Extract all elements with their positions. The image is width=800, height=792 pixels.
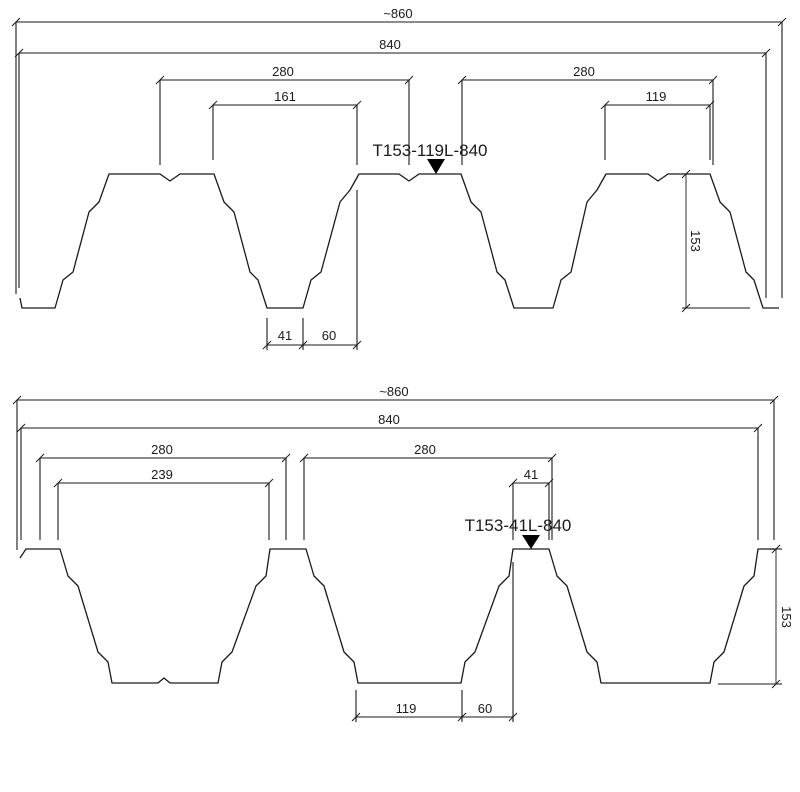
dim-cover-width: 840 bbox=[378, 412, 400, 427]
profile-1-dimension-lines bbox=[11, 17, 787, 350]
profile-2-marker-triangle bbox=[522, 535, 540, 549]
dim-pitch-right: 280 bbox=[573, 64, 595, 79]
dim-bottom-flange: 119 bbox=[396, 701, 417, 716]
dim-height: 153 bbox=[688, 230, 703, 252]
profile-2-dimension-lines bbox=[12, 395, 781, 722]
profile-2-outline bbox=[19, 548, 775, 684]
profile-2-title: T153-41L-840 bbox=[465, 516, 572, 535]
profile-1-marker-triangle bbox=[427, 159, 445, 174]
profile-1-title: T153-119L-840 bbox=[373, 141, 488, 160]
dim-overall-approx: ~860 bbox=[379, 384, 408, 399]
profile-1-outline bbox=[19, 173, 779, 309]
dim-top-flange-left: 161 bbox=[274, 89, 296, 104]
dim-pitch-left: 280 bbox=[151, 442, 173, 457]
profile-1-extension-lines bbox=[15, 22, 783, 350]
dim-bottom-flange-left: 239 bbox=[151, 467, 173, 482]
profile-1-group: ~860 840 280 280 161 119 41 60 153 T153-… bbox=[11, 6, 787, 350]
profile-2-extension-lines bbox=[16, 400, 782, 722]
dim-bottom-flange: 41 bbox=[278, 328, 292, 343]
dim-height: 153 bbox=[779, 606, 794, 628]
dim-top-flange-right: 119 bbox=[646, 89, 667, 104]
profile-2-group: ~860 840 280 280 239 41 119 60 153 T153-… bbox=[12, 384, 794, 722]
dim-top-flange: 41 bbox=[524, 467, 538, 482]
dim-web: 60 bbox=[322, 328, 336, 343]
dim-cover-width: 840 bbox=[379, 37, 401, 52]
dim-pitch-right: 280 bbox=[414, 442, 436, 457]
dim-pitch-left: 280 bbox=[272, 64, 294, 79]
dim-overall-approx: ~860 bbox=[383, 6, 412, 21]
dim-web: 60 bbox=[478, 701, 492, 716]
